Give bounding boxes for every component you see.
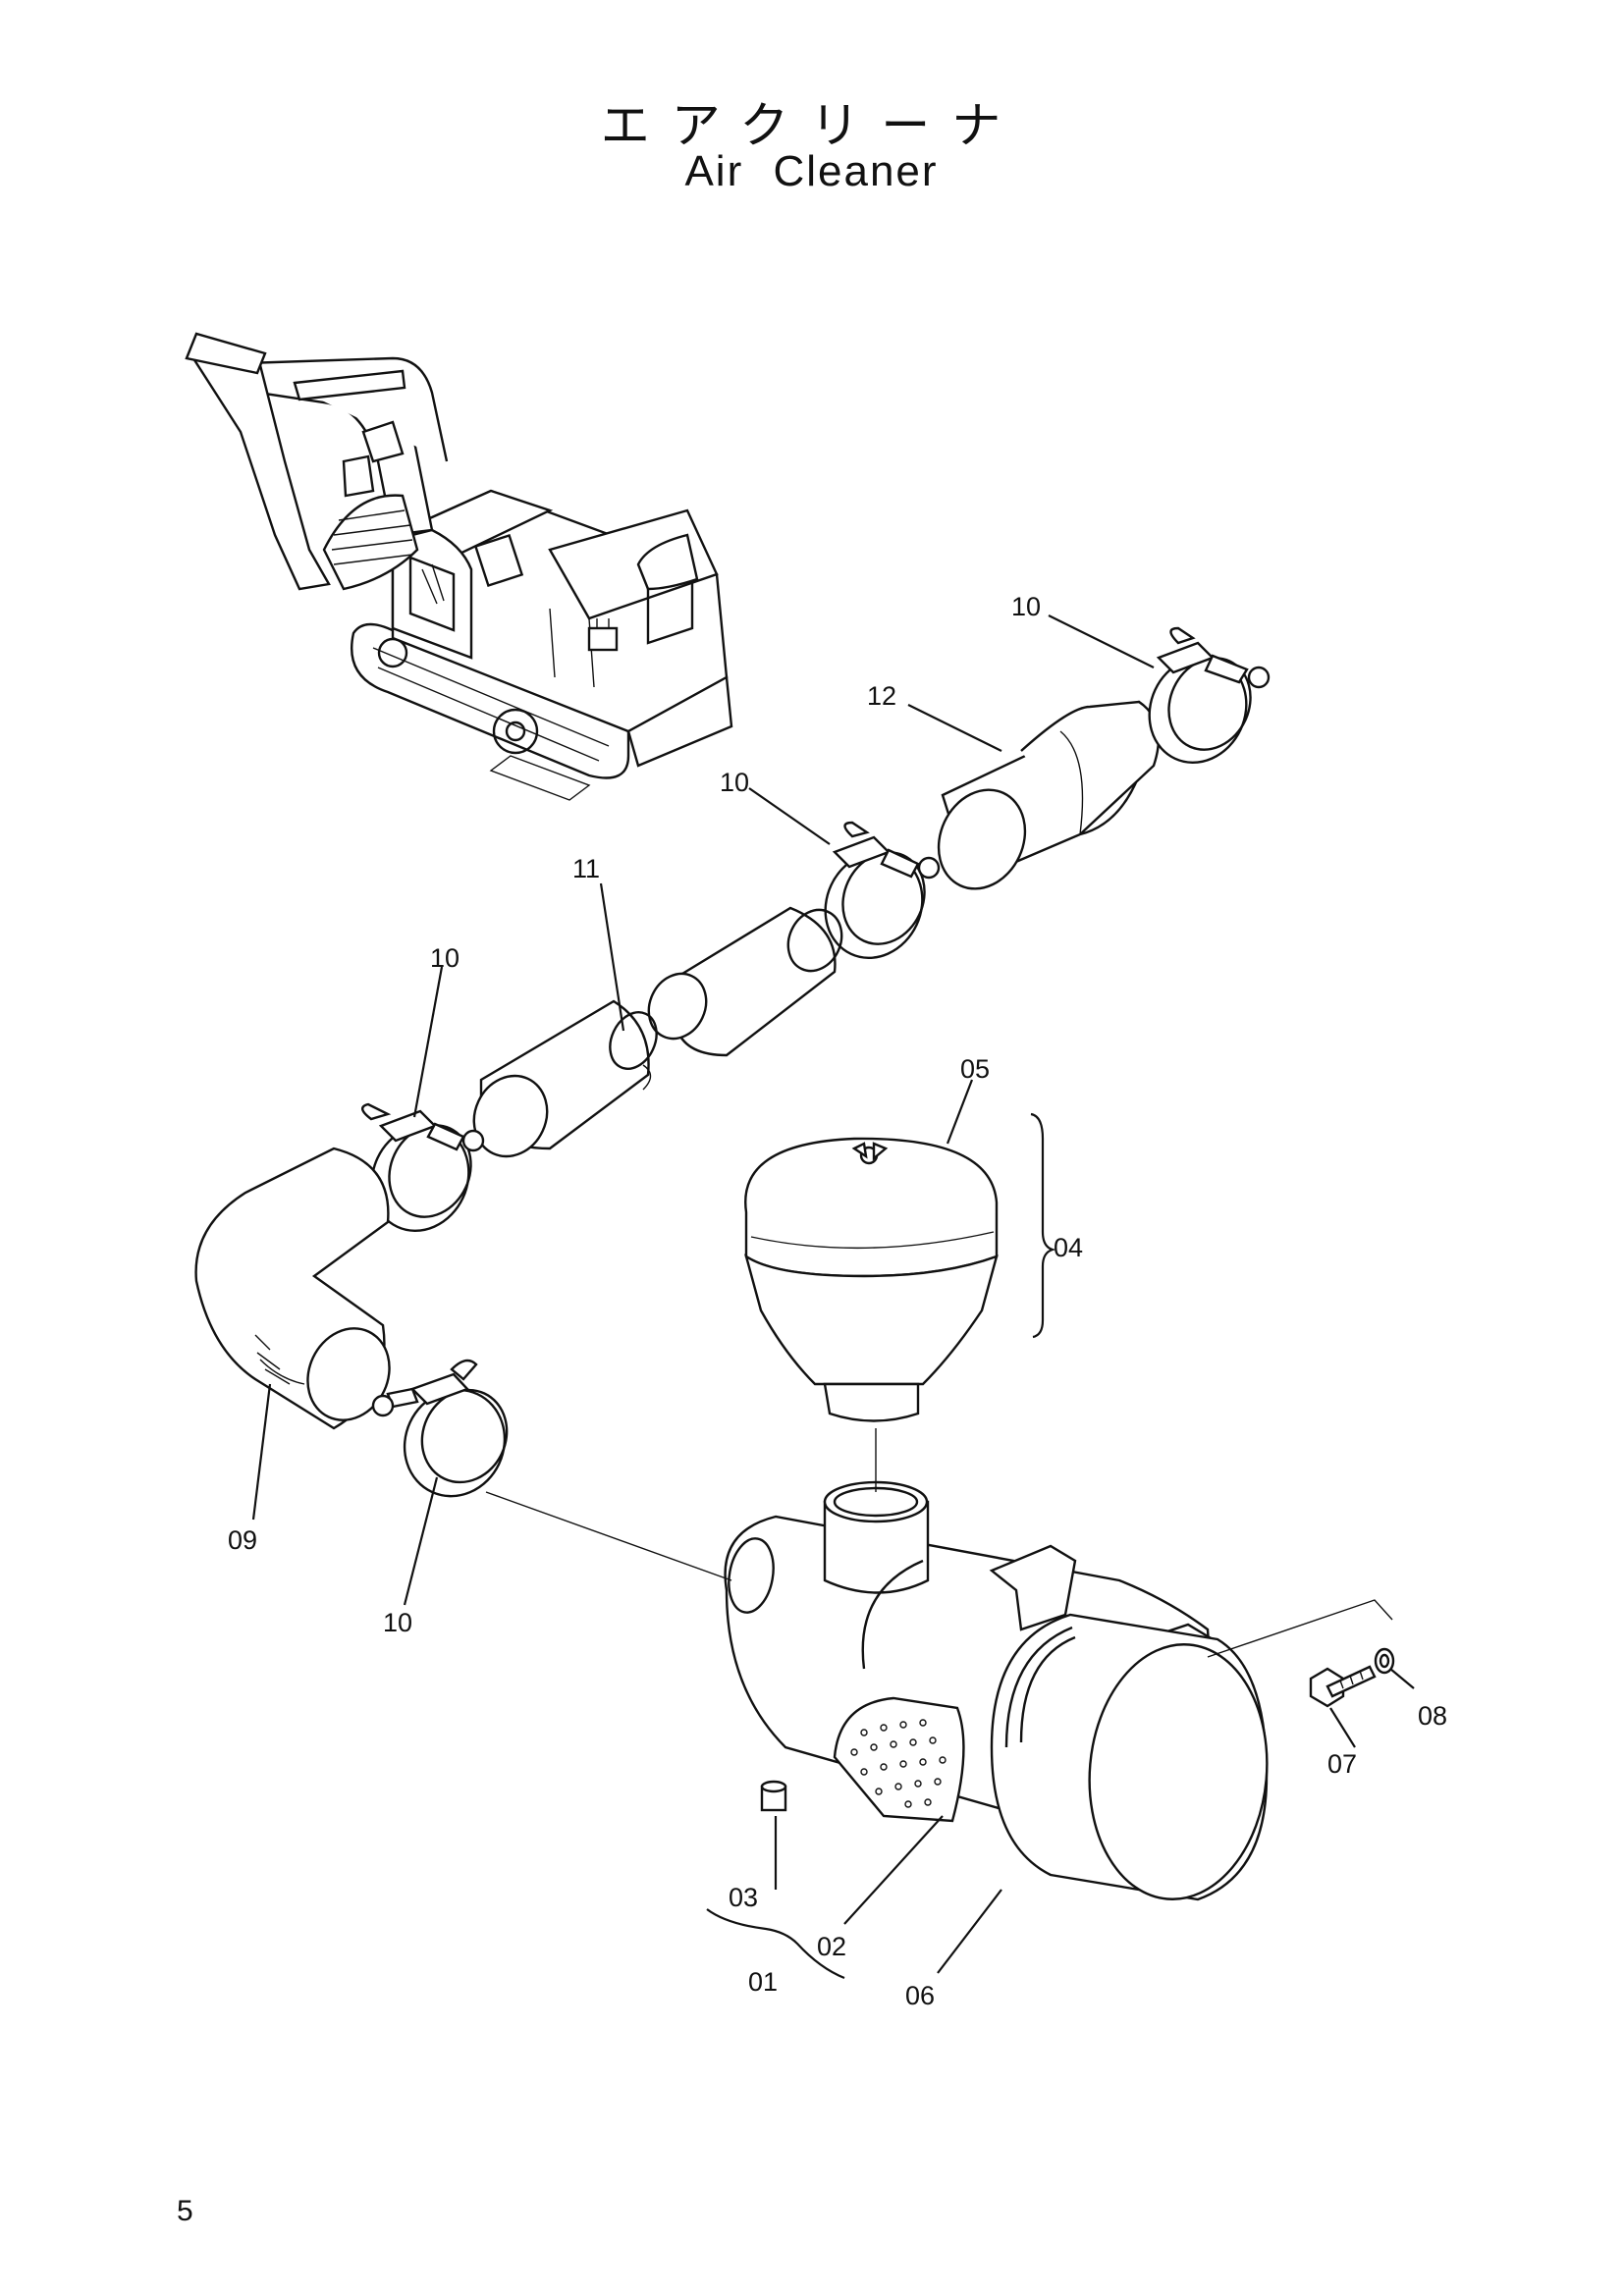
callout-06: 06 bbox=[905, 1981, 935, 2010]
leader-lines bbox=[251, 614, 1415, 1980]
washer-08 bbox=[1374, 1647, 1395, 1675]
excavator-illustration bbox=[185, 332, 733, 801]
pre-cleaner-04 bbox=[743, 1137, 999, 1422]
hose-straight-11-lower bbox=[472, 999, 658, 1158]
callout-10-middle: 10 bbox=[720, 768, 749, 797]
callout-10-lower-left: 10 bbox=[383, 1608, 412, 1637]
hose-clamp-10-lower-left bbox=[371, 1359, 509, 1498]
hose-clamp-10-top-right bbox=[1148, 626, 1271, 765]
callout-05: 05 bbox=[960, 1054, 990, 1084]
hose-clamp-10-left-upper bbox=[361, 1102, 485, 1233]
hose-straight-11-upper bbox=[647, 906, 843, 1057]
callout-07: 07 bbox=[1327, 1749, 1357, 1779]
hose-reducer-12 bbox=[937, 700, 1161, 890]
callout-12: 12 bbox=[867, 681, 896, 711]
callout-02: 02 bbox=[817, 1932, 846, 1961]
page-number: 5 bbox=[177, 2195, 193, 2227]
title-japanese: エアクリーナ bbox=[600, 97, 1023, 154]
callout-03: 03 bbox=[729, 1883, 758, 1912]
callout-01: 01 bbox=[748, 1967, 778, 1997]
callout-10-top-right: 10 bbox=[1011, 592, 1041, 621]
air-cleaner-body bbox=[724, 1480, 1269, 1901]
bracket-04 bbox=[1030, 1112, 1056, 1339]
callout-04: 04 bbox=[1054, 1233, 1083, 1262]
title-english: Air Cleaner bbox=[684, 147, 939, 195]
valve-03 bbox=[760, 1780, 787, 1812]
bolt-07 bbox=[1309, 1665, 1377, 1708]
elbow-hose-09 bbox=[194, 1147, 391, 1430]
callout-08: 08 bbox=[1418, 1701, 1447, 1731]
callout-11: 11 bbox=[572, 854, 600, 883]
callout-10-left-upper: 10 bbox=[430, 943, 460, 973]
hose-clamp-10-middle bbox=[824, 821, 941, 960]
callout-09: 09 bbox=[228, 1525, 257, 1555]
callout-labels: 10 12 10 11 10 05 04 09 10 08 07 03 02 0… bbox=[228, 592, 1447, 2010]
